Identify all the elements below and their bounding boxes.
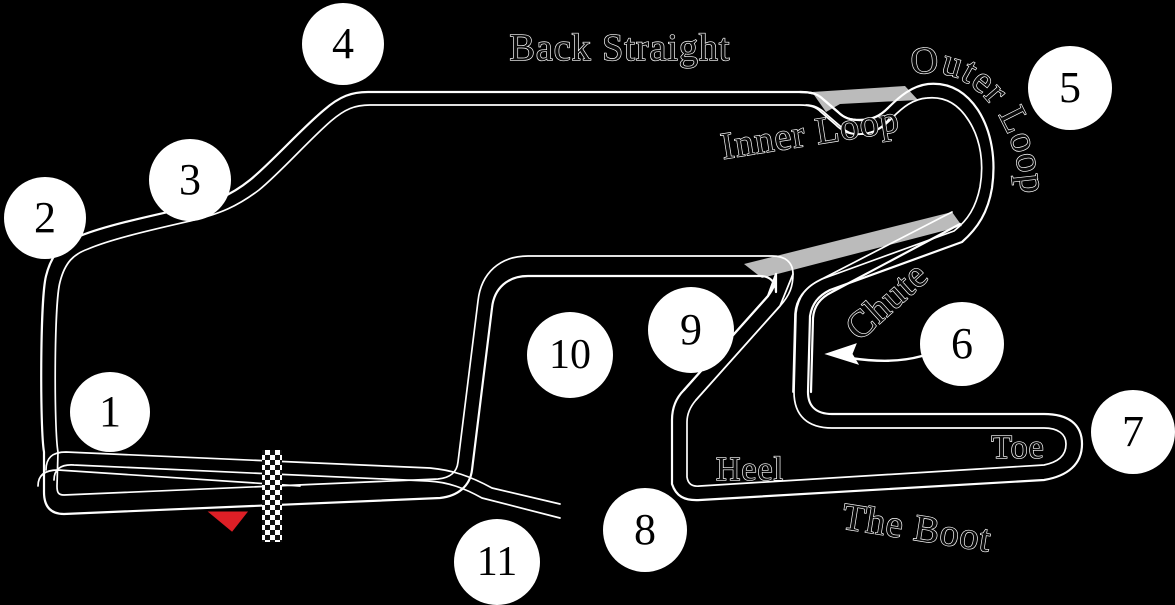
label-heel: Heel (716, 451, 784, 488)
turn-marker-10-label: 10 (549, 332, 591, 378)
track-turn9-link-inner (695, 273, 794, 401)
label-toe: Toe (991, 429, 1045, 466)
runoff-areas (744, 86, 962, 278)
runoff-inner-loop (812, 86, 918, 112)
pit-lane-line-c (37, 469, 301, 487)
turn-marker-2[interactable]: 2 (4, 177, 86, 259)
turn-marker-11-label: 11 (476, 539, 518, 585)
turn-marker-3-label: 3 (179, 155, 201, 204)
chute-outer-edge (809, 222, 962, 394)
turn-marker-2-label: 2 (34, 193, 56, 242)
label-back-straight: Back Straight (510, 27, 731, 69)
turn-marker-3[interactable]: 3 (149, 139, 231, 221)
turn-marker-9-label: 9 (680, 305, 702, 354)
start-finish-line (262, 450, 282, 542)
turn-marker-9[interactable]: 9 (648, 287, 734, 373)
turn-marker-6-label: 6 (951, 319, 973, 368)
turn-marker-5-label: 5 (1059, 63, 1081, 112)
turn-marker-1-label: 1 (99, 387, 121, 436)
turn-marker-5[interactable]: 5 (1028, 46, 1112, 130)
turn-marker-1[interactable]: 1 (70, 372, 150, 452)
turn-marker-4[interactable]: 4 (302, 3, 384, 85)
chute-direction-arrow (824, 343, 924, 365)
pit-lane-line-a (45, 451, 561, 505)
inner-loop-inner (805, 104, 890, 136)
turn-marker-10[interactable]: 10 (527, 312, 613, 398)
pit-lane (37, 451, 561, 519)
the-chute (792, 211, 962, 394)
turn-marker-7[interactable]: 7 (1091, 390, 1175, 474)
inner-loop-outer (798, 90, 890, 122)
turn-marker-4-label: 4 (332, 19, 354, 68)
chute-arrow-head (824, 343, 860, 365)
pit-lane-line-b (53, 464, 561, 519)
turn-marker-6[interactable]: 6 (920, 302, 1004, 386)
race-direction-arrow (207, 511, 249, 532)
inner-loop-chicane (798, 90, 890, 136)
turn-marker-8-label: 8 (634, 505, 656, 554)
turn-marker-8[interactable]: 8 (603, 488, 687, 572)
chute-inner-edge (792, 211, 953, 393)
turn-marker-11[interactable]: 11 (454, 519, 540, 605)
runoff-chute-apron (744, 212, 962, 278)
turn-marker-7-label: 7 (1122, 407, 1144, 456)
chute-arrow-shaft (848, 354, 924, 362)
